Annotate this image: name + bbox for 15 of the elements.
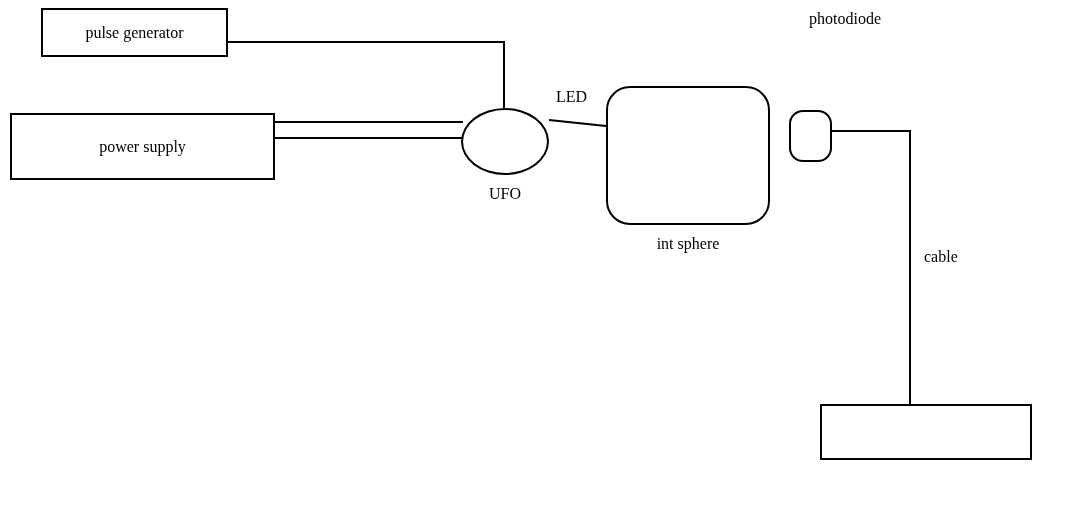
connector-line (274, 121, 464, 123)
power-supply-box (10, 113, 275, 180)
connector-line (227, 41, 505, 109)
connector-line (274, 137, 463, 139)
node-label: pulse generator (85, 23, 184, 42)
node-label: int sphere (656, 235, 720, 253)
part-label: photodiode (809, 10, 881, 28)
node-label: UFO (489, 185, 521, 203)
node-label: power supply (99, 137, 186, 156)
connector-line (831, 130, 911, 405)
connector-line (548, 119, 607, 127)
generator-box (41, 8, 228, 57)
photodiode-box (789, 110, 832, 162)
part-label: LED (556, 88, 588, 106)
instrument-box (820, 404, 1032, 460)
